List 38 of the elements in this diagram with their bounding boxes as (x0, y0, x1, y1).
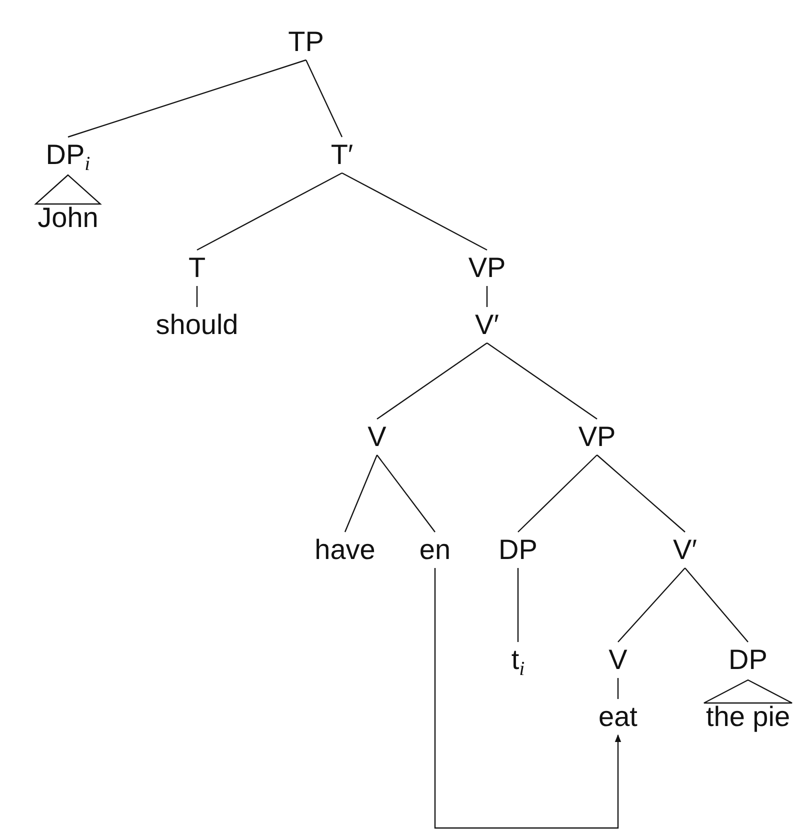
node-label: t$_{i}$ (511, 644, 525, 676)
node-label: have (314, 534, 376, 566)
branch-line (68, 59, 306, 138)
branch-line (376, 454, 436, 532)
branch-line (196, 172, 342, 251)
node-label: DP (498, 534, 538, 566)
branch-line (518, 454, 598, 532)
branch-line (376, 342, 488, 420)
branch-line (617, 678, 619, 699)
branch-line (618, 568, 686, 642)
node-label: the pie (706, 701, 790, 733)
branch-line (342, 172, 488, 251)
node-label: V′ (673, 534, 697, 566)
branch-line (344, 454, 378, 532)
node-label: DP$_{i}$ (46, 139, 90, 171)
node-label: eat (598, 701, 638, 733)
roof-triangle (703, 679, 793, 704)
branch-line (305, 60, 343, 138)
node-label: V (608, 644, 628, 676)
node-label: T (188, 252, 206, 284)
roof-triangle (34, 174, 102, 205)
node-label: VP (468, 252, 506, 284)
node-label: V (368, 421, 386, 453)
branch-line (196, 286, 198, 307)
branch-line (486, 342, 598, 420)
node-label: VP (578, 421, 616, 453)
node-label: T′ (330, 139, 354, 171)
branch-line (684, 568, 748, 642)
movement-arrow (434, 568, 622, 829)
node-label: V′ (475, 309, 499, 341)
node-label: DP (728, 644, 768, 676)
branch-line (517, 568, 519, 642)
branch-line (596, 454, 686, 532)
node-label: en (419, 534, 451, 566)
node-label: John (38, 202, 98, 234)
node-label: TP (288, 26, 324, 58)
node-label: should (156, 309, 238, 341)
branch-line (486, 286, 488, 307)
